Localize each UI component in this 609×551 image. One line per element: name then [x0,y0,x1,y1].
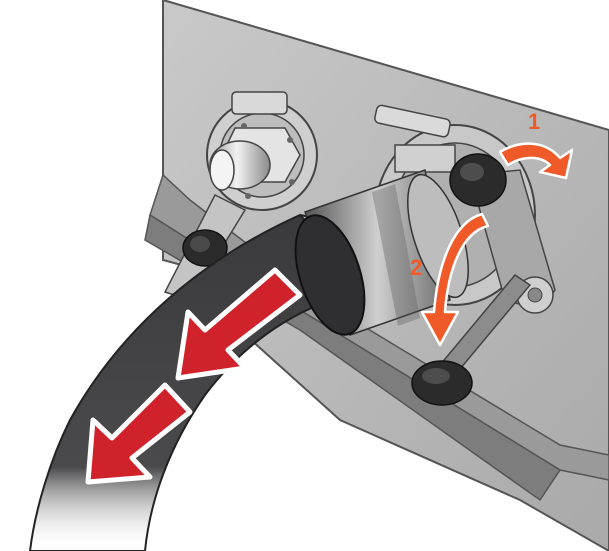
valve-handle-icon [411,153,556,406]
step-1-label: 1 [528,109,540,134]
rotate-arrow-icon [420,212,490,347]
hose-collar [294,169,469,336]
flow-arrow-icon [85,382,193,485]
inlet-lever [163,193,247,301]
step-2-label: 2 [410,255,422,280]
flow-arrow-icon [175,267,303,381]
rotate-arrow-icon [498,142,574,180]
inlet-connector [206,91,318,211]
